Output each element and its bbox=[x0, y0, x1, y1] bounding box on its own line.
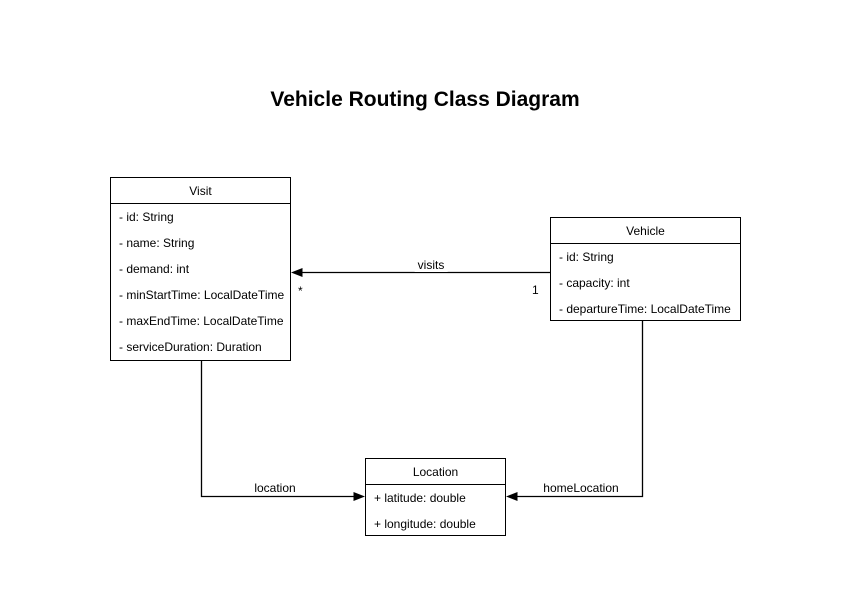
class-name-location: Location bbox=[366, 459, 505, 485]
class-box-visit: Visit - id: String - name: String - dema… bbox=[110, 177, 291, 361]
diagram-title: Vehicle Routing Class Diagram bbox=[270, 88, 580, 111]
class-attributes-vehicle: - id: String - capacity: int - departure… bbox=[551, 244, 740, 322]
class-attribute: + latitude: double bbox=[374, 491, 466, 505]
class-attribute: - demand: int bbox=[119, 262, 190, 276]
class-attribute: - serviceDuration: Duration bbox=[119, 340, 262, 354]
multiplicity-visits-target: * bbox=[298, 284, 303, 298]
class-attribute: - id: String bbox=[119, 210, 174, 224]
class-attribute: - name: String bbox=[119, 236, 195, 250]
class-attributes-location: + latitude: double + longitude: double bbox=[366, 485, 505, 537]
class-attribute: - minStartTime: LocalDateTime bbox=[119, 288, 285, 302]
class-box-vehicle: Vehicle - id: String - capacity: int - d… bbox=[550, 217, 741, 321]
edge-label-location: location bbox=[251, 481, 299, 495]
class-attribute: - departureTime: LocalDateTime bbox=[559, 302, 731, 316]
class-attribute: + longitude: double bbox=[374, 517, 476, 531]
multiplicity-visits-source: 1 bbox=[532, 283, 539, 297]
arrowhead-icon bbox=[353, 492, 365, 501]
arrowhead-icon bbox=[506, 492, 518, 501]
edge-homelocation bbox=[506, 321, 644, 501]
class-name-visit: Visit bbox=[111, 178, 290, 204]
class-attribute: - id: String bbox=[559, 250, 614, 264]
edge-label-visits: visits bbox=[414, 258, 448, 272]
class-box-location: Location + latitude: double + longitude:… bbox=[365, 458, 506, 536]
class-attribute: - capacity: int bbox=[559, 276, 630, 290]
edge-label-homelocation: homeLocation bbox=[540, 481, 622, 495]
arrowhead-icon bbox=[291, 268, 303, 277]
class-attributes-visit: - id: String - name: String - demand: in… bbox=[111, 204, 290, 360]
edge-location bbox=[200, 361, 365, 501]
class-attribute: - maxEndTime: LocalDateTime bbox=[119, 314, 284, 328]
class-name-vehicle: Vehicle bbox=[551, 218, 740, 244]
